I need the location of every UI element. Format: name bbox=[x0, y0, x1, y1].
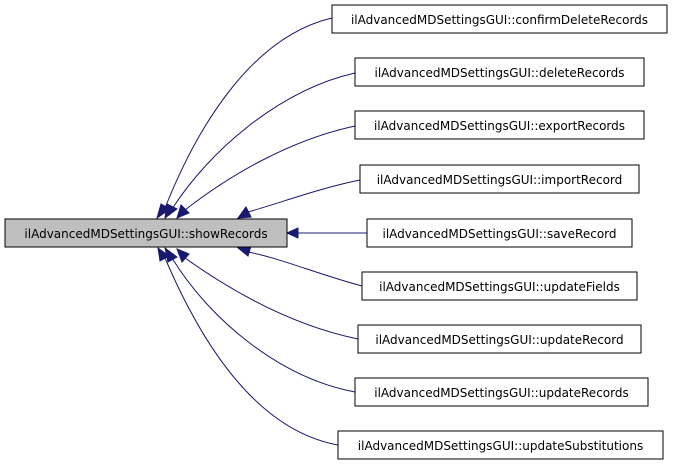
caller-node-box bbox=[331, 4, 668, 34]
edge-update-fields bbox=[247, 251, 363, 287]
edge-confirm-delete-records bbox=[164, 17, 333, 209]
caller-node[interactable]: ilAdvancedMDSettingsGUI::updateRecord bbox=[357, 324, 642, 354]
focus-node-box bbox=[4, 218, 288, 248]
caller-node-box bbox=[359, 164, 640, 194]
edge-import-record bbox=[247, 179, 361, 213]
edge-delete-records bbox=[171, 72, 356, 210]
edge-export-records bbox=[184, 125, 356, 211]
caller-node-label: ilAdvancedMDSettingsGUI::updateSubstitut… bbox=[358, 439, 643, 453]
caller-node[interactable]: ilAdvancedMDSettingsGUI::updateRecords bbox=[354, 377, 649, 407]
caller-node-label: ilAdvancedMDSettingsGUI::confirmDeleteRe… bbox=[351, 13, 648, 27]
caller-node-label: ilAdvancedMDSettingsGUI::updateRecord bbox=[375, 333, 623, 347]
edge-arrowhead bbox=[176, 248, 190, 263]
caller-node[interactable]: ilAdvancedMDSettingsGUI::exportRecords bbox=[354, 110, 645, 140]
caller-node-label: ilAdvancedMDSettingsGUI::saveRecord bbox=[382, 227, 616, 241]
edges bbox=[156, 17, 367, 446]
focus-node[interactable]: ilAdvancedMDSettingsGUI::showRecords bbox=[4, 218, 288, 248]
caller-node[interactable]: ilAdvancedMDSettingsGUI::updateSubstitut… bbox=[337, 430, 664, 460]
edge-arrowhead bbox=[236, 206, 252, 219]
edge-arrowhead bbox=[164, 203, 178, 220]
edge-arrowhead bbox=[176, 204, 190, 219]
caller-node[interactable]: ilAdvancedMDSettingsGUI::updateFields bbox=[361, 271, 638, 301]
edge-arrowhead bbox=[157, 246, 170, 262]
edge-update-record bbox=[184, 257, 359, 340]
edge-update-substitutions bbox=[164, 257, 339, 446]
caller-node-box bbox=[354, 110, 645, 140]
caller-node-label: ilAdvancedMDSettingsGUI::deleteRecords bbox=[375, 66, 625, 80]
focus-node-label: ilAdvancedMDSettingsGUI::showRecords bbox=[24, 227, 267, 241]
caller-node-label: ilAdvancedMDSettingsGUI::updateRecords bbox=[374, 386, 628, 400]
caller-node-label: ilAdvancedMDSettingsGUI::updateFields bbox=[379, 280, 620, 294]
caller-node-box bbox=[357, 324, 642, 354]
caller-node-box bbox=[361, 271, 638, 301]
caller-node[interactable]: ilAdvancedMDSettingsGUI::confirmDeleteRe… bbox=[331, 4, 668, 34]
caller-node[interactable]: ilAdvancedMDSettingsGUI::saveRecord bbox=[366, 218, 633, 248]
caller-node-label: ilAdvancedMDSettingsGUI::importRecord bbox=[377, 173, 623, 187]
caller-node-box bbox=[337, 430, 664, 460]
edge-arrowhead bbox=[285, 227, 299, 239]
caller-node-box bbox=[354, 57, 645, 87]
edge-update-records bbox=[171, 257, 356, 393]
caller-node[interactable]: ilAdvancedMDSettingsGUI::deleteRecords bbox=[354, 57, 645, 87]
caller-node-label: ilAdvancedMDSettingsGUI::exportRecords bbox=[374, 119, 625, 133]
caller-node-box bbox=[354, 377, 649, 407]
caller-node-box bbox=[366, 218, 633, 248]
caller-node[interactable]: ilAdvancedMDSettingsGUI::importRecord bbox=[359, 164, 640, 194]
